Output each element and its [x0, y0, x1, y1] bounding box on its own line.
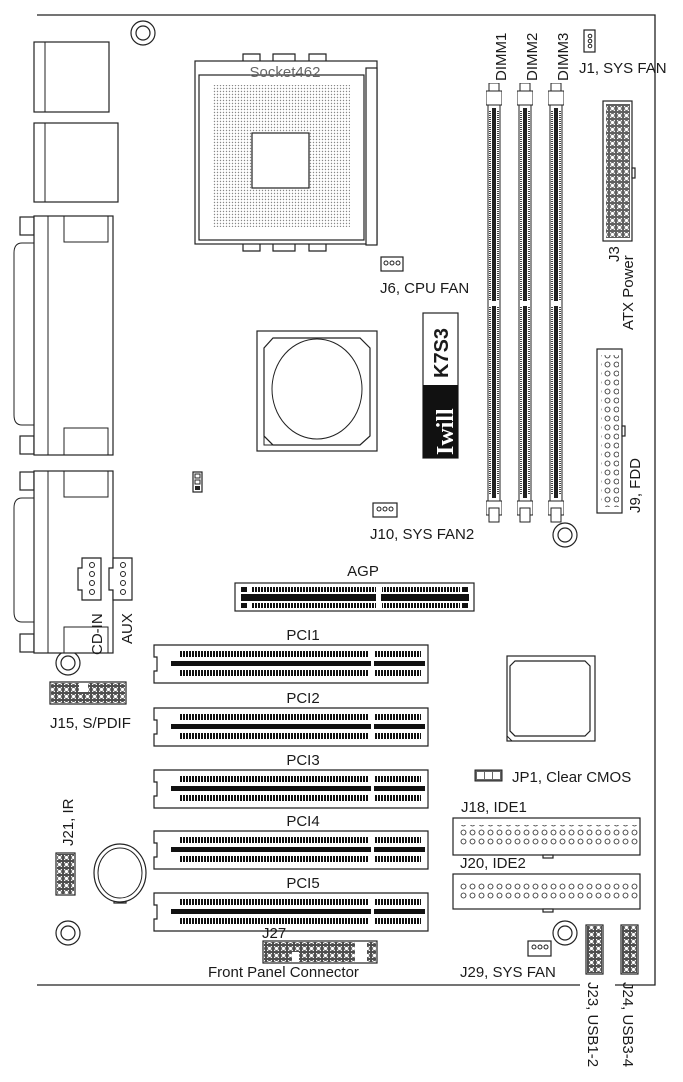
pci2-slot: [154, 708, 428, 746]
j6-cpu-fan-header: J6, CPU FAN: [380, 256, 469, 297]
j10-label: J10, SYS FAN2: [370, 526, 474, 543]
pci1-slot: [154, 645, 428, 683]
cd-in-header: CD-IN: [77, 557, 106, 655]
j15-spdif-header: J15, S/PDIF: [49, 681, 131, 732]
model-name: K7S3: [431, 328, 453, 378]
atx-power-label: ATX Power: [620, 255, 637, 330]
pci-slots: PCI1 PCI2 PCI3 PCI4 PCI5: [154, 627, 428, 931]
j23-label: J23, USB1-2: [584, 982, 601, 1067]
jumper-header: [192, 471, 203, 493]
j29-sys-fan-header: J29, SYS FAN: [460, 940, 556, 981]
dimm-slots: DIMM1 DIMM2 DIMM3: [486, 33, 572, 522]
j1-sys-fan-header: J1, SYS FAN: [579, 29, 667, 77]
aux-header: AUX: [108, 557, 136, 644]
j20-label: J20, IDE2: [460, 855, 526, 872]
usb-ports: [33, 122, 119, 203]
dimm1-label: DIMM1: [493, 33, 510, 81]
pci5-label: PCI5: [286, 875, 319, 892]
northbridge-chip: [256, 330, 378, 452]
j3-label: J3: [606, 246, 623, 262]
front-panel-label: Front Panel Connector: [208, 964, 359, 981]
cmos-battery: [93, 843, 147, 904]
j21-label: J21, IR: [60, 798, 77, 846]
jp1-clear-cmos-jumper: JP1, Clear CMOS: [474, 769, 631, 786]
j1-label: J1, SYS FAN: [579, 60, 667, 77]
aux-label: AUX: [119, 613, 136, 644]
rear-io-ports: [13, 41, 119, 654]
dimm1-slot: [486, 83, 502, 522]
pci3-slot: [154, 770, 428, 808]
j6-label: J6, CPU FAN: [380, 280, 469, 297]
pci4-label: PCI4: [286, 813, 319, 830]
j20-ide2-connector: J20, IDE2: [452, 855, 641, 913]
pci1-label: PCI1: [286, 627, 319, 644]
j23-usb12-header: J23, USB1-2: [584, 924, 604, 1067]
pci5-slot: [154, 893, 428, 931]
dimm2-label: DIMM2: [524, 33, 541, 81]
j29-label: J29, SYS FAN: [460, 964, 556, 981]
serial-port: [13, 215, 114, 456]
board-logo: K7S3 Iwill: [422, 312, 459, 459]
j24-usb34-header: J24, USB3-4: [619, 924, 639, 1067]
j9-fdd-connector: J9, FDD: [596, 348, 644, 514]
jp1-label: JP1, Clear CMOS: [512, 769, 631, 786]
j27-label: J27: [262, 925, 286, 942]
dimm3-label: DIMM3: [555, 33, 572, 81]
agp-slot: AGP: [234, 563, 475, 612]
j18-ide1-connector: J18, IDE1: [452, 799, 641, 859]
brand-logo: Iwill: [433, 408, 459, 455]
cd-in-label: CD-IN: [89, 613, 106, 655]
cpu-socket: Socket462: [194, 53, 378, 252]
ps2-ports: [33, 41, 110, 113]
j3-atx-power-connector: J3 ATX Power: [602, 100, 637, 330]
dimm2-slot: [517, 83, 533, 522]
j9-label: J9, FDD: [627, 458, 644, 513]
j15-label: J15, S/PDIF: [50, 715, 131, 732]
socket-label: Socket462: [250, 64, 321, 81]
southbridge-chip: [506, 655, 596, 742]
pci3-label: PCI3: [286, 752, 319, 769]
j21-ir-header: J21, IR: [55, 798, 77, 896]
pci4-slot: [154, 831, 428, 869]
j27-front-panel-connector: J27 Front Panel Connector: [208, 925, 378, 981]
j24-label: J24, USB3-4: [619, 982, 636, 1067]
pci2-label: PCI2: [286, 690, 319, 707]
dimm3-slot: [548, 83, 564, 522]
j18-label: J18, IDE1: [461, 799, 527, 816]
j10-sys-fan2-header: J10, SYS FAN2: [370, 502, 474, 543]
agp-label: AGP: [347, 563, 379, 580]
board-outline: [37, 14, 656, 986]
